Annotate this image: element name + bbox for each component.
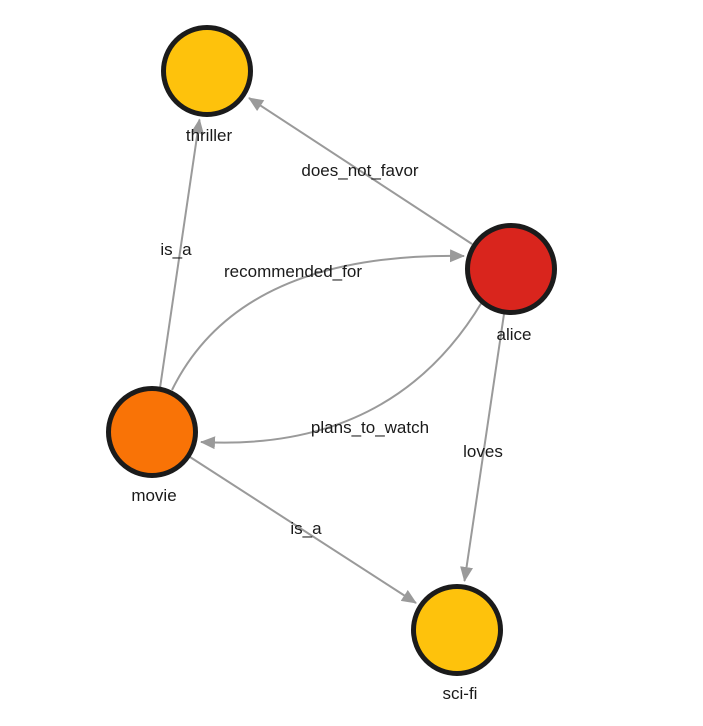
node-thriller[interactable] bbox=[161, 25, 253, 117]
node-label-sci-fi: sci-fi bbox=[443, 684, 478, 703]
edge-label-movie-is_a-sci-fi: is_a bbox=[290, 519, 322, 538]
edge-alice-plans_to_watch-movie bbox=[200, 301, 483, 450]
edge-label-alice-plans_to_watch-movie: plans_to_watch bbox=[311, 418, 429, 437]
edge-label-alice-loves-sci-fi: loves bbox=[463, 442, 503, 461]
edge-label-movie-is_a-thriller: is_a bbox=[160, 240, 192, 259]
node-label-movie: movie bbox=[131, 486, 176, 505]
edge-movie-is_a-thriller bbox=[159, 118, 204, 389]
labels-layer: is_a does_not_favor recommended_for plans_t… bbox=[131, 126, 531, 703]
node-label-thriller: thriller bbox=[186, 126, 233, 145]
edge-alice-loves-sci-fi bbox=[460, 313, 505, 582]
edge-label-movie-recommended_for-alice: recommended_for bbox=[224, 262, 362, 281]
node-movie[interactable] bbox=[106, 386, 198, 478]
nodes-layer bbox=[106, 25, 557, 676]
node-sci-fi[interactable] bbox=[411, 584, 503, 676]
node-label-alice: alice bbox=[497, 325, 532, 344]
edge-alice-does_not_favor-thriller bbox=[248, 97, 473, 245]
edge-movie-is_a-sci-fi bbox=[189, 456, 417, 604]
node-alice[interactable] bbox=[465, 223, 557, 315]
edges-layer bbox=[159, 97, 505, 604]
edge-movie-recommended_for-alice bbox=[171, 249, 465, 391]
edge-label-alice-does_not_favor-thriller: does_not_favor bbox=[301, 161, 419, 180]
